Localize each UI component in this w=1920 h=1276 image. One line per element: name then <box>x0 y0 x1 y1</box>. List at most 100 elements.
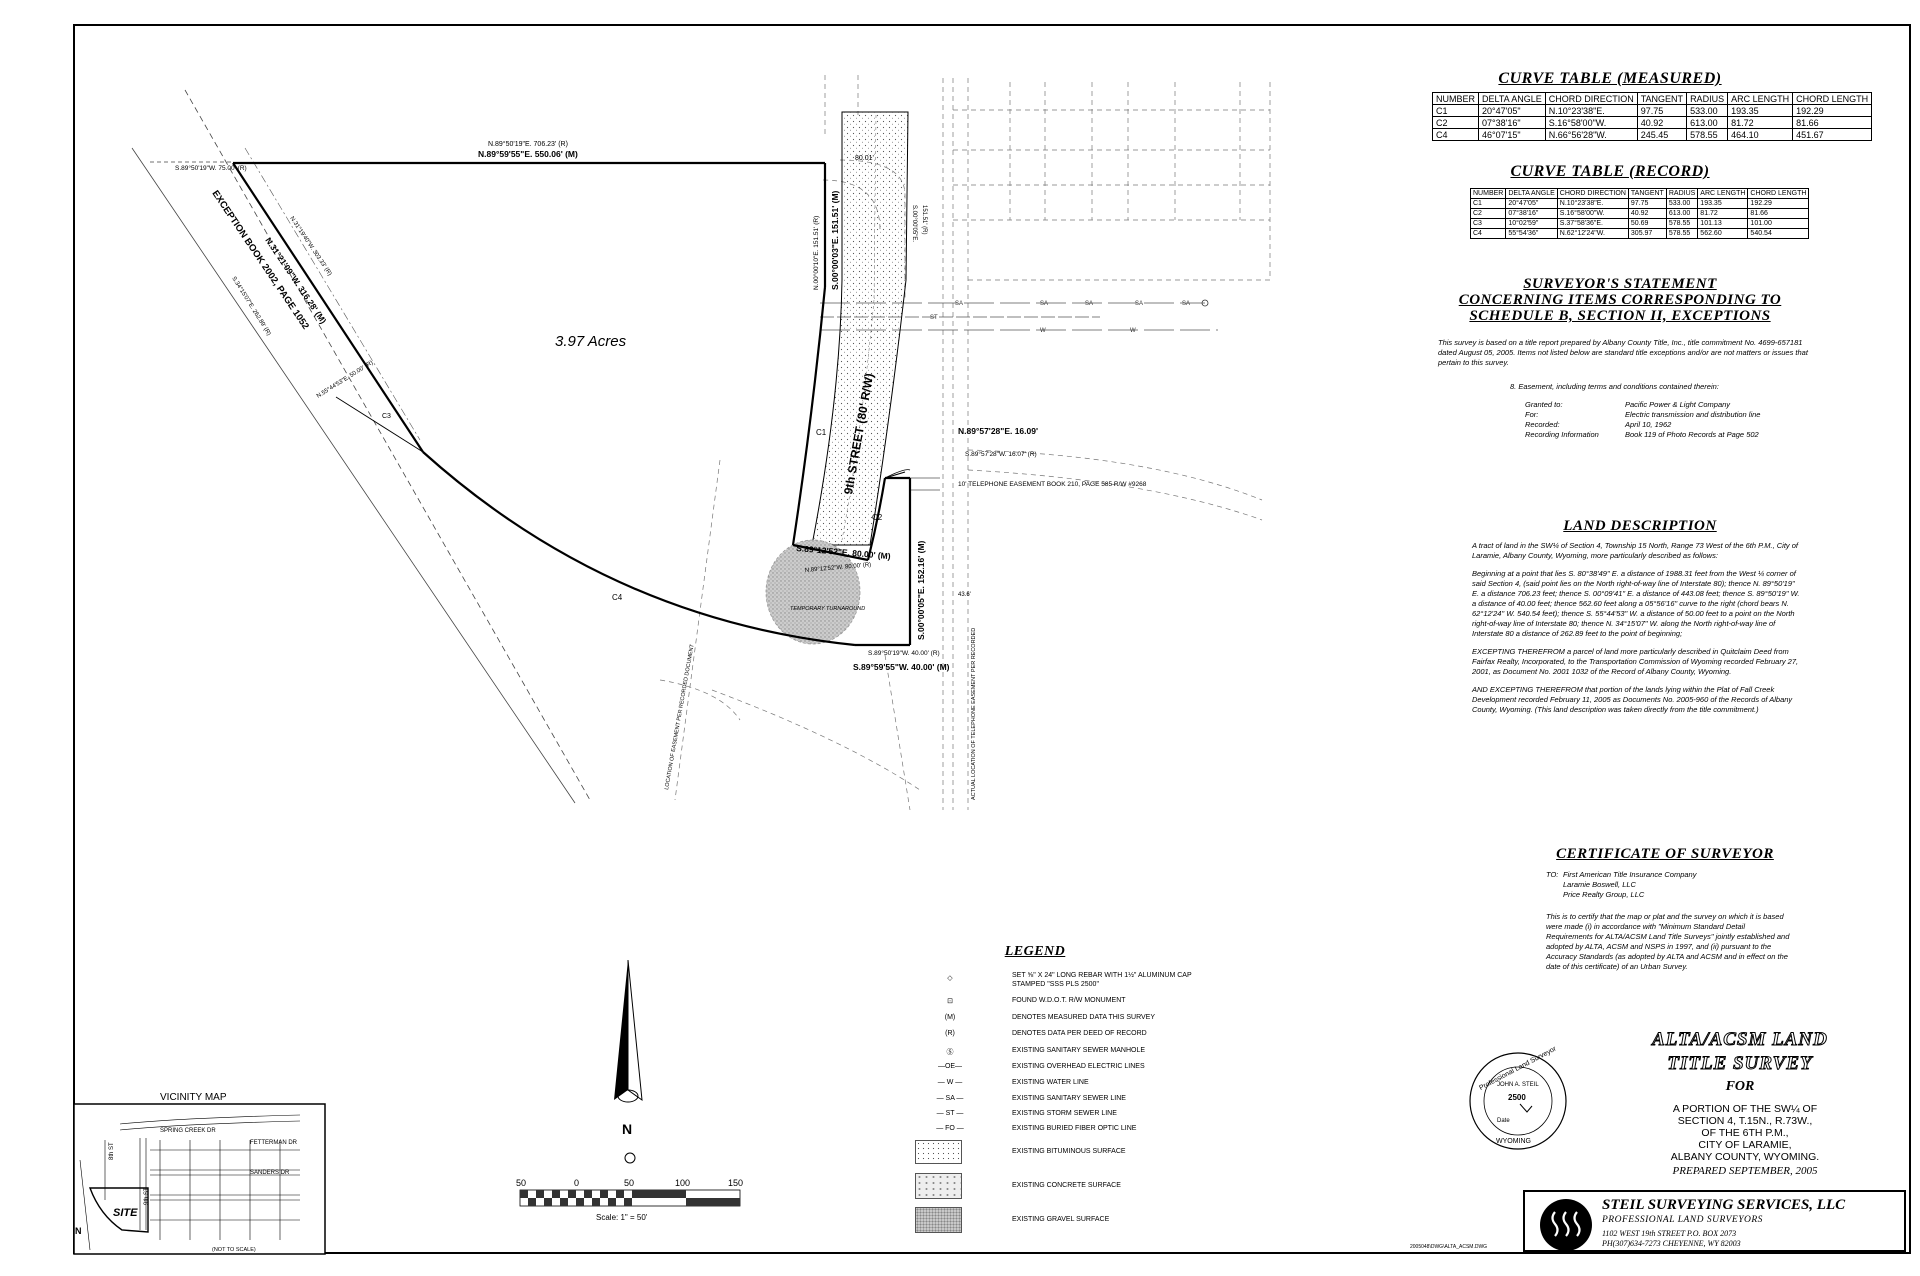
vicinity-map: VICINITY MAP SPRING CREEK DR FETTERMAN D… <box>73 1092 326 1255</box>
certificate-to-label: TO: <box>1546 870 1559 879</box>
easement-note: 10' TELEPHONE EASEMENT BOOK 210, PAGE 58… <box>958 481 1147 488</box>
utility-label: W <box>1130 328 1136 334</box>
storm-line-symbol: — ST — <box>936 1110 964 1117</box>
bearing-label: N.55°44'53"E. 50.00' (R) <box>316 360 374 400</box>
bearing-label: S.00°00'03"E. 151.51' (M) <box>830 190 840 290</box>
manhole-symbol-icon: Ⓢ <box>946 1049 954 1056</box>
bearing-label: 151.51' (R) <box>921 205 927 235</box>
bearing-label: S.89°50'19"W. 75.00' (R) <box>175 164 247 172</box>
scale-tick: 50 <box>516 1178 526 1188</box>
vicinity-note: (NOT TO SCALE) <box>212 1247 256 1253</box>
gravel-turnaround <box>765 539 861 645</box>
bituminous-swatch <box>915 1140 962 1164</box>
certificate-recipients: First American Title Insurance Company L… <box>1563 870 1697 899</box>
street-surface <box>811 111 909 546</box>
gravel-swatch <box>915 1207 962 1233</box>
curve-label-c2: C2 <box>872 513 883 522</box>
parcel-boundary <box>232 161 912 647</box>
title-line-3: FOR <box>1725 1079 1755 1094</box>
fiber-line-symbol: — FO — <box>936 1125 964 1132</box>
street-grid <box>659 75 1271 811</box>
street-label: SANDERS DR <box>250 1170 290 1176</box>
title-line-2: TITLE SURVEY <box>1667 1053 1813 1075</box>
utility-label: SA <box>1182 301 1190 307</box>
utility-label: ST <box>930 315 938 321</box>
bearing-label: N.89°59'55"E. 550.06' (M) <box>478 149 578 159</box>
utility-label: SA <box>1135 301 1143 307</box>
utility-label: SA <box>955 301 963 307</box>
bearing-label: 43.6' <box>958 592 971 598</box>
file-reference: 2005048\DWG\ALTA_ACSM.DWG <box>1410 1244 1488 1250</box>
concrete-swatch <box>915 1173 962 1199</box>
easement-location-note: LOCATION OF EASEMENT PER RECORDED DOCUME… <box>664 643 696 790</box>
certificate-body: This is to certify that the map or plat … <box>1546 912 1790 971</box>
overhead-electric-symbol: —OE— <box>937 1063 963 1070</box>
curve-label-c1: C1 <box>816 428 827 437</box>
legend: ◇ SET ⅝" X 24" LONG REBAR WITH 1½" ALUMI… <box>915 968 1245 1233</box>
row-line-2 <box>184 89 591 801</box>
certificate-title: CERTIFICATE OF SURVEYOR <box>1556 846 1774 862</box>
bearing-label: N.31°19'40"W. 303.33' (R) <box>288 216 332 277</box>
bearing-label: S.00°00'05"E. 152.16' (M) <box>916 540 926 640</box>
land-description-body: A tract of land in the SW¼ of Section 4,… <box>1472 541 1800 714</box>
legend-title: LEGEND <box>1004 944 1066 959</box>
curve-table-measured-title: CURVE TABLE (MEASURED) <box>1498 70 1722 87</box>
land-description-title: LAND DESCRIPTION <box>1563 518 1717 534</box>
company-name: STEIL SURVEYING SERVICES, LLC <box>1602 1197 1846 1213</box>
water-line-symbol: — W — <box>937 1079 963 1086</box>
utility-label: W <box>1040 328 1046 334</box>
row-line-3 <box>244 147 421 441</box>
scale-caption: Scale: 1" = 50' <box>596 1213 648 1222</box>
title-description: A PORTION OF THE SW¼ OF SECTION 4, T.15N… <box>1670 1103 1820 1163</box>
seal-name: JOHN A. STEIL <box>1497 1082 1539 1088</box>
street-label: SPRING CREEK DR <box>160 1128 216 1134</box>
row-line-1 <box>131 147 576 804</box>
surveyor-statement-intro: This survey is based on a title report p… <box>1438 338 1808 367</box>
easement-location-note: ACTUAL LOCATION OF TELEPHONE EASEMENT PE… <box>971 628 977 800</box>
company-address-1: 1102 WEST 19th STREET P.O. BOX 2073 <box>1602 1229 1737 1238</box>
surveyor-statement-title: SURVEYOR'S STATEMENT CONCERNING ITEMS CO… <box>1458 276 1782 324</box>
manhole-symbol <box>1201 299 1209 307</box>
vicinity-north-label: N <box>75 1226 82 1236</box>
street-label: 8th ST <box>109 1142 115 1160</box>
utility-label: SA <box>1085 301 1093 307</box>
company-logo-icon <box>1540 1199 1592 1251</box>
street-label: 9th ST <box>144 1187 150 1205</box>
utility-label: SA <box>1040 301 1048 307</box>
record-symbol: (R) <box>945 1030 955 1037</box>
bearing-label: S.89°59'55"W. 40.00' (M) <box>853 662 950 672</box>
curve-table-record-title: CURVE TABLE (RECORD) <box>1510 163 1710 180</box>
company-tagline: PROFESSIONAL LAND SURVEYORS <box>1602 1215 1763 1225</box>
seal-date: Date <box>1497 1118 1510 1124</box>
area-label: 3.97 Acres <box>555 333 627 350</box>
bearing-label: S.89°50'19"W. 40.00' (R) <box>868 649 940 657</box>
site-label: SITE <box>113 1207 138 1219</box>
monument-symbol-icon: ⊡ <box>947 998 953 1005</box>
measured-symbol: (M) <box>944 1014 956 1021</box>
scale-tick: 150 <box>728 1178 743 1188</box>
sanitary-line-symbol: — SA — <box>936 1095 964 1102</box>
north-label: N <box>622 1121 632 1137</box>
surveyor-seal: Professional Land Surveyor JOHN A. STEIL… <box>1469 1045 1567 1150</box>
seal-state: WYOMING <box>1496 1138 1531 1145</box>
scale-tick: 0 <box>574 1178 579 1188</box>
street-label: FETTERMAN DR <box>250 1140 298 1146</box>
scale-tick: 50 <box>624 1178 634 1188</box>
bearing-label: N.89°12'52"W. 80.00' (R) <box>805 562 872 574</box>
drawing-frame <box>73 24 1911 1254</box>
north-arrow: N <box>614 959 643 1164</box>
curve-label-c3: C3 <box>382 413 391 420</box>
bearing-label: N.00°00'10"E. 151.51' (R) <box>812 216 820 290</box>
scale-bar: 50 0 50 100 150 Scale: 1" = 50' <box>516 1178 743 1222</box>
bearing-label: S.89°57'28"W. 16.07' (R) <box>965 450 1037 458</box>
